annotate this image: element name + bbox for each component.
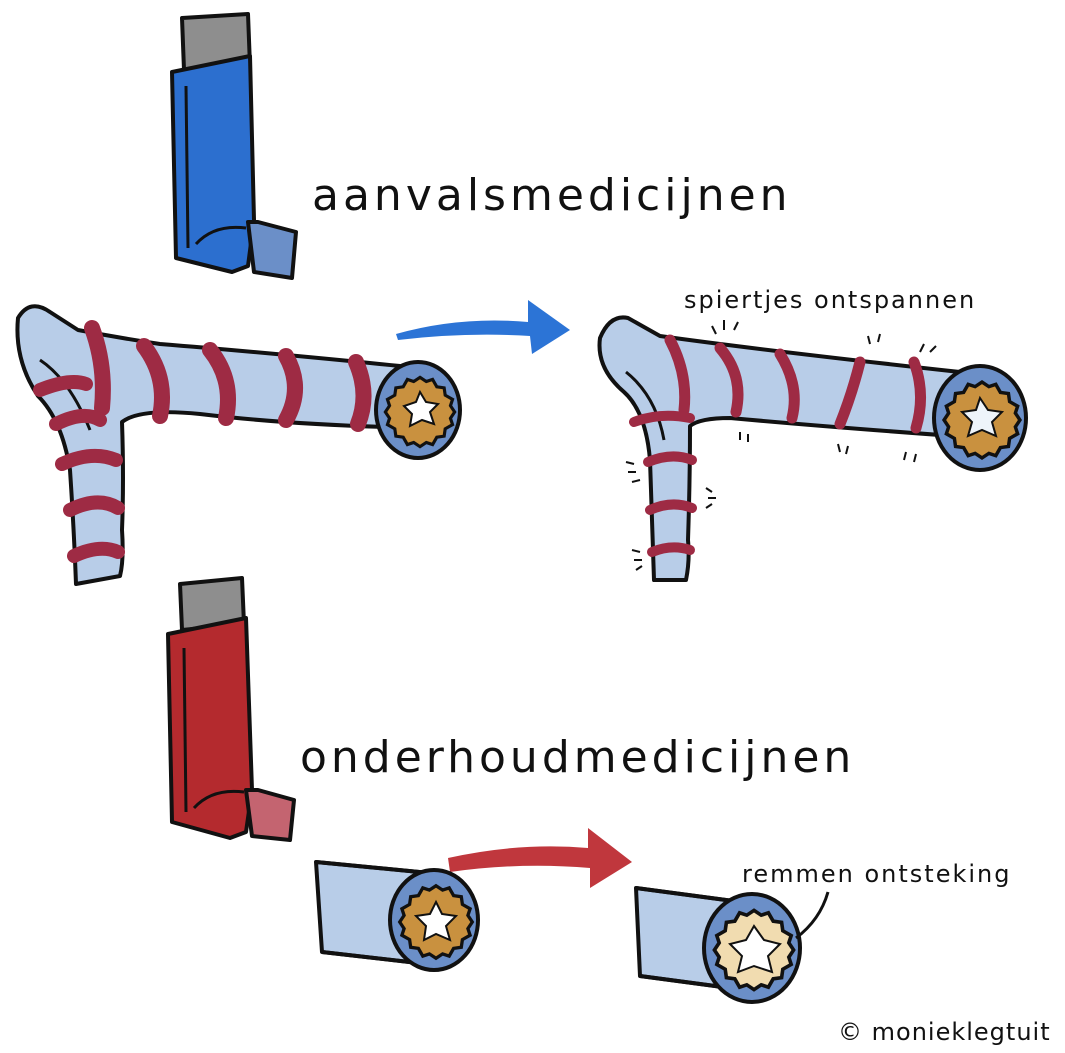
inflamed-airway-icon — [316, 862, 478, 970]
blue-inhaler-icon — [172, 14, 296, 278]
calm-airway-icon — [636, 888, 828, 1002]
relaxed-airway-icon — [600, 317, 1027, 580]
copyright-label: © monieklegtuit — [838, 1018, 1051, 1046]
blue-inhaler-body — [172, 56, 254, 272]
constricted-airway-icon — [17, 306, 460, 584]
muscles-relax-label: spiertjes ontspannen — [684, 286, 976, 314]
maintenance-label: onderhoudmedicijnen — [300, 732, 855, 783]
leader-line — [796, 892, 828, 938]
red-arrow-icon — [448, 828, 632, 888]
red-inhaler-icon — [168, 578, 294, 840]
red-inhaler-body — [168, 618, 252, 838]
blue-arrow-icon — [396, 300, 570, 354]
reliever-label: aanvalsmedicijnen — [312, 170, 792, 221]
inhibit-inflammation-label: remmen ontsteking — [742, 860, 1011, 888]
